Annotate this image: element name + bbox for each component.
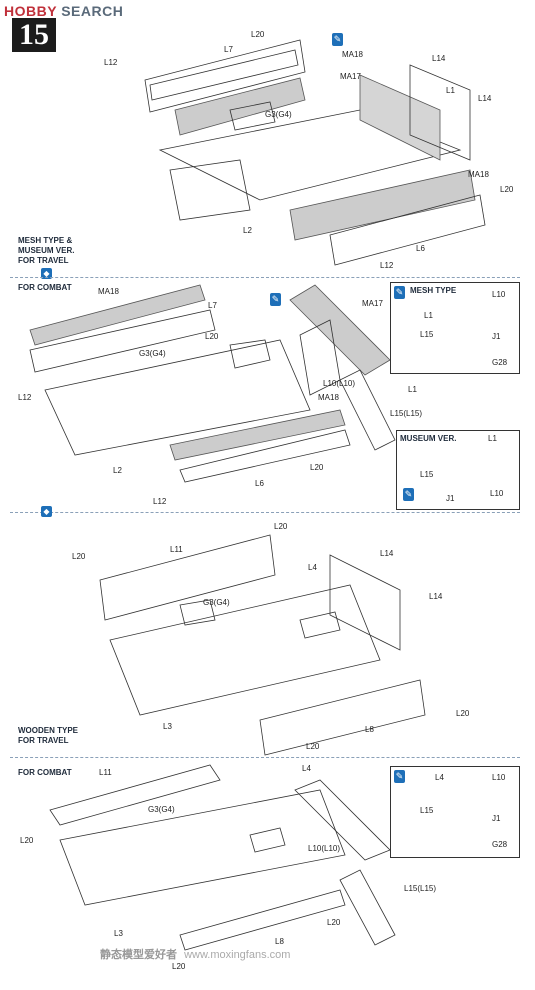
part-label: L10(L10) <box>308 844 341 853</box>
part-label: MA17 <box>340 72 361 81</box>
part-label: L12 <box>18 393 32 402</box>
inset-label: G28 <box>492 840 508 849</box>
watermark: 静态模型爱好者 www.moxingfans.com <box>100 949 291 961</box>
part-label: L11 <box>99 768 112 777</box>
step-number: 15 <box>12 18 56 52</box>
part-label: L4 <box>308 563 317 572</box>
part-label: L1 <box>446 86 455 95</box>
part-label: L15(L15) <box>390 409 423 418</box>
part-label: L4 <box>302 764 311 773</box>
part-label: G3(G4) <box>139 349 166 358</box>
inset-label: L1 <box>488 434 497 443</box>
inset-mesh-type <box>390 282 520 374</box>
part-label: L20 <box>327 918 341 927</box>
part-label: L20 <box>274 522 288 531</box>
section-wooden-travel: WOODEN TYPE FOR TRAVEL <box>18 726 79 745</box>
part-label: L15(L15) <box>404 884 437 893</box>
part-label: L20 <box>20 836 34 845</box>
part-label: L7 <box>208 301 217 310</box>
glue-icon: ✎ <box>394 770 405 783</box>
inset-label: J1 <box>446 494 455 503</box>
part-label: L20 <box>456 709 470 718</box>
part-label: L2 <box>113 466 122 475</box>
part-label: L20 <box>72 552 86 561</box>
part-label: L6 <box>255 479 264 488</box>
part-label: G3(G4) <box>265 110 292 119</box>
glue-icon: ✎ <box>270 293 281 306</box>
section-divider <box>10 512 520 513</box>
part-label: MA18 <box>468 170 489 179</box>
part-label: L14 <box>478 94 492 103</box>
inset-museum <box>396 430 520 510</box>
part-label: L20 <box>172 962 186 971</box>
part-label: MA17 <box>362 299 383 308</box>
inset-label: L15 <box>420 330 434 339</box>
glue-icon: ✎ <box>394 286 405 299</box>
inset-mesh-title: MESH TYPE <box>410 286 457 295</box>
inset-combat-detail <box>390 766 520 858</box>
part-label: L14 <box>429 592 443 601</box>
part-label: L8 <box>365 725 374 734</box>
inset-label: L10 <box>492 290 506 299</box>
part-label: L20 <box>310 463 324 472</box>
part-label: L12 <box>380 261 394 270</box>
inset-label: J1 <box>492 814 501 823</box>
section-mesh-travel: MESH TYPE & MUSEUM VER. FOR TRAVEL <box>18 236 75 265</box>
part-label: L2 <box>243 226 252 235</box>
inset-label: L4 <box>435 773 444 782</box>
glue-icon: ✎ <box>403 488 414 501</box>
part-label: L3 <box>114 929 123 938</box>
inset-label: G28 <box>492 358 508 367</box>
part-label: MA18 <box>342 50 363 59</box>
inset-label: L15 <box>420 470 434 479</box>
part-label: L20 <box>205 332 219 341</box>
glue-icon: ✎ <box>332 33 343 46</box>
inset-label: L15 <box>420 806 434 815</box>
inset-label: L10 <box>490 489 504 498</box>
inset-label: L10 <box>492 773 506 782</box>
part-label: MA18 <box>318 393 339 402</box>
part-label: L7 <box>224 45 233 54</box>
part-label: L8 <box>275 937 284 946</box>
part-label: G3(G4) <box>203 598 230 607</box>
section-combat-1: FOR COMBAT <box>18 283 72 292</box>
part-label: L3 <box>163 722 172 731</box>
part-label: L11 <box>170 545 183 554</box>
hobbysearch-logo: HOBBY SEARCH <box>4 3 124 19</box>
part-label: L1 <box>408 385 417 394</box>
inset-museum-title: MUSEUM VER. <box>400 434 457 443</box>
part-label: L10(L10) <box>323 379 356 388</box>
section-divider <box>10 277 520 278</box>
section-combat-2: FOR COMBAT <box>18 768 72 777</box>
part-label: L20 <box>306 742 320 751</box>
part-label: L12 <box>104 58 118 67</box>
part-label: L12 <box>153 497 167 506</box>
part-label: L14 <box>380 549 394 558</box>
inset-label: J1 <box>492 332 501 341</box>
optional-icon: ◆ <box>41 506 52 517</box>
optional-icon: ◆ <box>41 268 52 279</box>
part-label: G3(G4) <box>148 805 175 814</box>
part-label: L6 <box>416 244 425 253</box>
part-label: L20 <box>251 30 265 39</box>
part-label: MA18 <box>98 287 119 296</box>
part-label: L14 <box>432 54 446 63</box>
section-divider <box>10 757 520 758</box>
part-label: L20 <box>500 185 514 194</box>
inset-label: L1 <box>424 311 433 320</box>
